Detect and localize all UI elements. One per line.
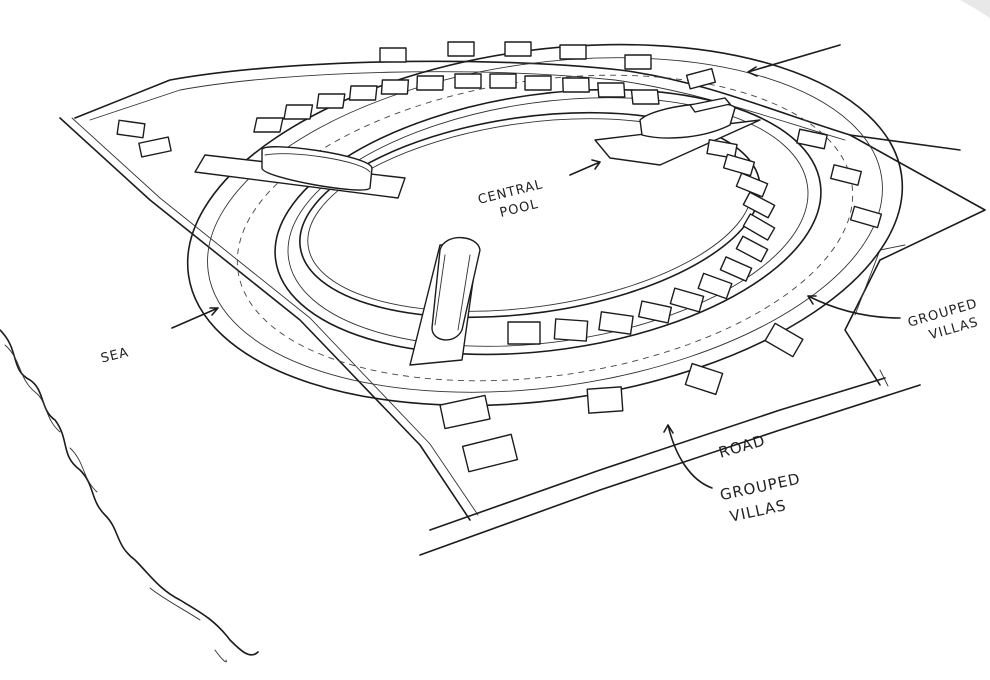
- site-boundary-left-inner: [71, 117, 479, 516]
- tower-building: [431, 236, 481, 341]
- pool-arrow: [569, 159, 601, 176]
- villa-group-outer-top: [116, 41, 717, 158]
- villa: [830, 164, 862, 186]
- sea-arrow: [171, 307, 219, 329]
- villa: [559, 44, 587, 60]
- villa-group-right-inner: [507, 138, 776, 345]
- villa: [684, 362, 724, 396]
- top-right-arrow: [747, 44, 841, 77]
- villa: [524, 75, 552, 91]
- road-edge-upper: [429, 377, 886, 531]
- coastline-shadow: [4, 344, 227, 663]
- villa: [586, 386, 624, 414]
- villa: [706, 138, 738, 160]
- villa: [735, 172, 769, 198]
- villa: [504, 41, 532, 57]
- villa: [116, 119, 146, 139]
- site-boundary-right-inner: [854, 244, 906, 316]
- label-road: ROAD: [717, 431, 768, 461]
- tower-building-face: [434, 254, 471, 331]
- villa: [669, 287, 705, 313]
- villas-bottom-arrow: [663, 424, 713, 489]
- villa: [630, 89, 660, 105]
- outer-ring-inner: [207, 57, 883, 393]
- pier-building-left-top: [264, 153, 371, 173]
- villa: [379, 47, 407, 63]
- site-boundary-left: [59, 117, 471, 521]
- villa: [742, 191, 776, 219]
- villa: [624, 54, 652, 70]
- villa: [553, 318, 589, 342]
- villa-group-top: [253, 73, 660, 133]
- coastline: [0, 329, 259, 656]
- site-boundary-right: [844, 134, 986, 386]
- villa: [380, 79, 410, 95]
- villa: [764, 322, 804, 358]
- villa: [597, 82, 626, 98]
- villa: [416, 75, 445, 91]
- label-grouped-villas-bottom: GROUPED VILLAS: [718, 470, 802, 526]
- villa: [562, 77, 590, 93]
- villa: [316, 93, 346, 109]
- villa: [796, 128, 828, 150]
- road-edge-lower: [419, 384, 921, 556]
- villa: [735, 235, 769, 263]
- villa: [454, 73, 482, 89]
- villa: [598, 311, 634, 335]
- hotel-building-roof: [688, 97, 732, 113]
- villa: [461, 433, 519, 473]
- villa: [489, 73, 517, 89]
- label-sea: SEA: [99, 345, 130, 366]
- hotel-building: [639, 102, 736, 139]
- villa: [348, 85, 378, 101]
- site-boundary-top: [74, 60, 961, 151]
- villa: [253, 117, 284, 133]
- villa: [447, 41, 475, 57]
- villa: [722, 153, 756, 177]
- ring-walkway-inner: [287, 97, 809, 347]
- label-grouped-villas-right: GROUPED VILLAS: [906, 296, 980, 343]
- label-central-pool: CENTRAL POOL: [476, 177, 544, 221]
- villa: [742, 213, 776, 241]
- villa: [719, 256, 753, 282]
- site-boundary-top-inner: [89, 71, 846, 141]
- villa: [685, 67, 717, 90]
- road-end-tick: [879, 369, 889, 387]
- villa: [439, 394, 491, 430]
- ring-walkway: [274, 88, 822, 356]
- villa: [507, 321, 541, 345]
- villa: [849, 205, 883, 229]
- villa: [637, 300, 673, 324]
- villa-group-bottom-outer: [439, 386, 624, 473]
- label-grouped-villas-bottom-line1: GROUPED: [718, 470, 802, 505]
- villa: [697, 272, 733, 300]
- villas-right-arrow: [807, 295, 901, 319]
- pier-building-left: [261, 146, 373, 191]
- villa: [138, 136, 172, 158]
- paper-corner: [960, 0, 990, 18]
- villa-group-right-outer: [684, 128, 883, 396]
- villa: [283, 104, 314, 120]
